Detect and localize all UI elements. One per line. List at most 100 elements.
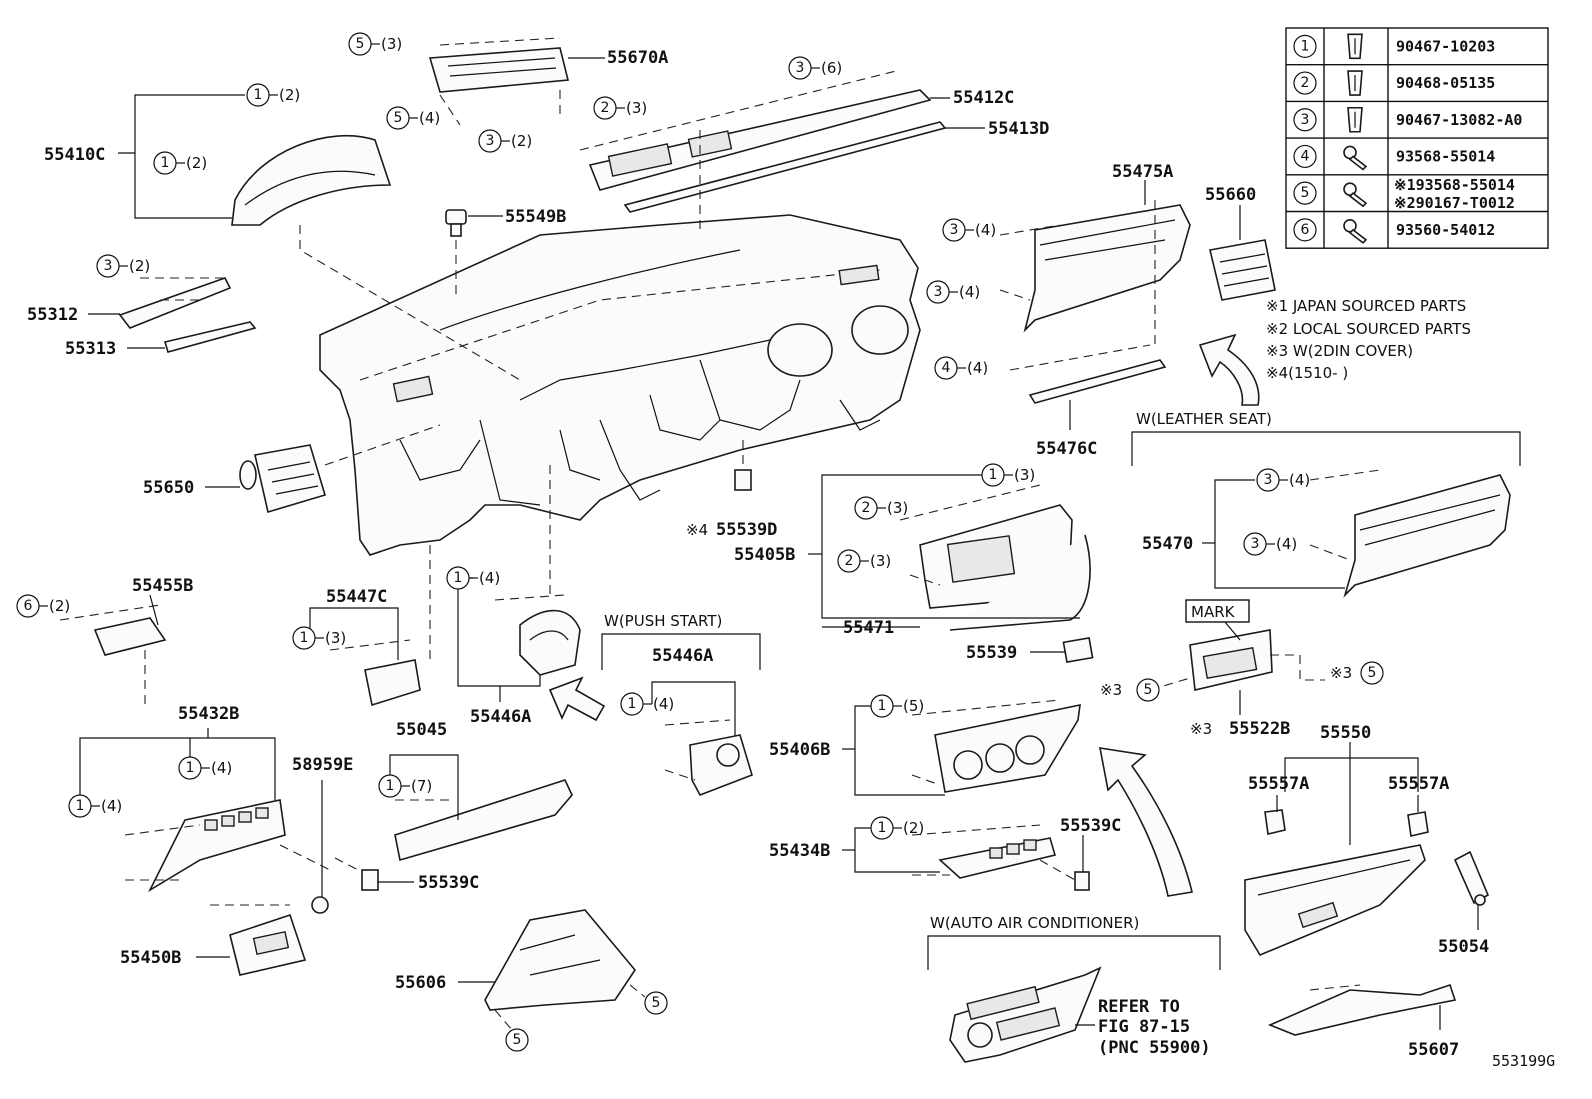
callout-c55475A-b: 3 (4): [926, 280, 980, 304]
part-55549B-clip: [445, 209, 467, 300]
part-55650-side-vent: [239, 424, 441, 514]
callout-layer: 5(3)5(4)3(6)2(3)3(2)1(2)1(2)3(4)3(4)4(4)…: [16, 32, 1384, 1052]
callout-number: 1: [386, 778, 395, 794]
part-55054-damper: [1453, 850, 1490, 930]
callout-number: 3: [934, 284, 943, 300]
note-3: ※3 W(2DIN COVER): [1266, 342, 1413, 360]
note-2: ※2 LOCAL SOURCED PARTS: [1266, 320, 1471, 338]
callout-quantity: (4): [975, 221, 996, 239]
mark-box: [1185, 599, 1250, 623]
refer-line-2: FIG 87-15: [1098, 1017, 1190, 1037]
callout-c55405B-a: 1(3): [981, 463, 1035, 487]
clip-icon: [1347, 33, 1363, 60]
mark-note4: ※4: [686, 521, 708, 539]
callout-quantity: (4): [1276, 535, 1297, 553]
fastener-row: 3 90467-13082-A0: [1293, 106, 1522, 133]
fastener-number-circle: [1293, 144, 1317, 169]
callout-quantity: (3): [626, 99, 647, 117]
label-55539: 55539: [966, 643, 1017, 663]
callout-c55405B-c: 2(3): [837, 549, 891, 573]
callout-c55405B-b: 2(3): [854, 496, 908, 520]
callout-number: 1: [454, 570, 463, 586]
part-55539C-clip-left: [334, 857, 379, 891]
callout-circle: [1136, 678, 1160, 702]
label-55434B: 55434B: [769, 841, 830, 861]
label-55539C-left: 55539C: [418, 873, 479, 893]
part-55557A-left-stopper: [1264, 795, 1286, 835]
screw-icon: [1343, 219, 1368, 244]
callout-c55412C-b: 2(3): [593, 96, 647, 120]
callout-c55606-b: 5: [505, 1028, 529, 1052]
label-55522B: 55522B: [1229, 719, 1290, 739]
callout-number: 5: [1368, 665, 1377, 681]
callout-number: 1: [161, 155, 170, 171]
refer-line-1: REFER TO: [1098, 997, 1180, 1017]
callout-c55475A-a: 3 (4): [942, 218, 996, 242]
fastener-part-number: 90467-13082-A0: [1396, 111, 1522, 129]
screw-icon: [1343, 145, 1368, 171]
fastener-number-circle: [1293, 71, 1317, 95]
part-55434B-switch-panel: [911, 824, 1076, 881]
callout-number: 3: [486, 133, 495, 149]
callout-number: 6: [24, 598, 33, 614]
label-55475A: 55475A: [1112, 162, 1173, 182]
part-55410C-meter-hood: [231, 134, 521, 381]
label-55313: 55313: [65, 339, 116, 359]
group-leather-seat: W(LEATHER SEAT) 55470: [1131, 410, 1521, 598]
callout-number: 2: [862, 500, 871, 516]
callout-number: 3: [950, 222, 959, 238]
note-1: ※1 JAPAN SOURCED PARTS: [1266, 297, 1466, 315]
mark-note3-c: ※3: [1330, 664, 1352, 682]
label-55446A-left: 55446A: [470, 707, 531, 727]
fastener-number: 1: [1301, 38, 1310, 54]
callout-quantity: (4): [959, 283, 980, 301]
fastener-number-circle: [1293, 108, 1317, 132]
label-55670A: 55670A: [607, 48, 668, 68]
callout-quantity: (4): [479, 569, 500, 587]
label-55557A-right: 55557A: [1388, 774, 1449, 794]
callout-number: 3: [104, 258, 113, 274]
fastener-part-number-alt: ※290167-T0012: [1394, 194, 1515, 212]
label-55606: 55606: [395, 973, 446, 993]
clip-icon: [1347, 70, 1363, 96]
callout-number: 5: [652, 995, 661, 1011]
label-55455B: 55455B: [132, 576, 193, 596]
callout-quantity: (2): [49, 597, 70, 615]
part-58959E-bulb: [311, 780, 329, 914]
part-55412C-defroster-panel: [579, 69, 947, 230]
direction-arrow-left: [548, 676, 606, 722]
callout-quantity: (6): [821, 59, 842, 77]
part-55607-lower-trim: [1267, 983, 1457, 1036]
mark-note3-a: ※3: [1190, 720, 1212, 738]
callout-c55522B-r: 5: [1360, 661, 1384, 685]
callout-quantity: (4): [101, 797, 122, 815]
callout-circle: [1360, 661, 1384, 685]
part-55447C-cover: [329, 545, 431, 707]
fastener-number: 3: [1301, 112, 1310, 128]
callout-quantity: (2): [129, 257, 150, 275]
fastener-number: 2: [1301, 75, 1310, 91]
label-55447C: 55447C: [326, 587, 387, 607]
note-leather-seat: W(LEATHER SEAT): [1136, 410, 1272, 428]
callout-quantity: (2): [279, 86, 300, 104]
label-55410C: 55410C: [44, 145, 105, 165]
label-55550: 55550: [1320, 723, 1371, 743]
label-55432B: 55432B: [178, 704, 239, 724]
part-55475A-lower-panel: [999, 200, 1191, 345]
callout-c55447C: 1(3): [292, 626, 346, 650]
mark-label: MARK: [1191, 603, 1236, 621]
label-55471: 55471: [843, 618, 894, 638]
callout-number: 5: [394, 110, 403, 126]
callout-c55412C: 3(6): [788, 56, 842, 80]
direction-arrow-upper: [1198, 333, 1260, 406]
label-55450B: 55450B: [120, 948, 181, 968]
callout-number: 3: [1264, 472, 1273, 488]
label-55045: 55045: [396, 720, 447, 740]
callout-number: 1: [628, 696, 637, 712]
callout-quantity: (3): [381, 35, 402, 53]
label-55557A-left: 55557A: [1248, 774, 1309, 794]
callout-c55455B: 6 (2): [16, 594, 70, 618]
group-push-start: W(PUSH START): [601, 612, 761, 797]
label-55413D: 55413D: [988, 119, 1049, 139]
